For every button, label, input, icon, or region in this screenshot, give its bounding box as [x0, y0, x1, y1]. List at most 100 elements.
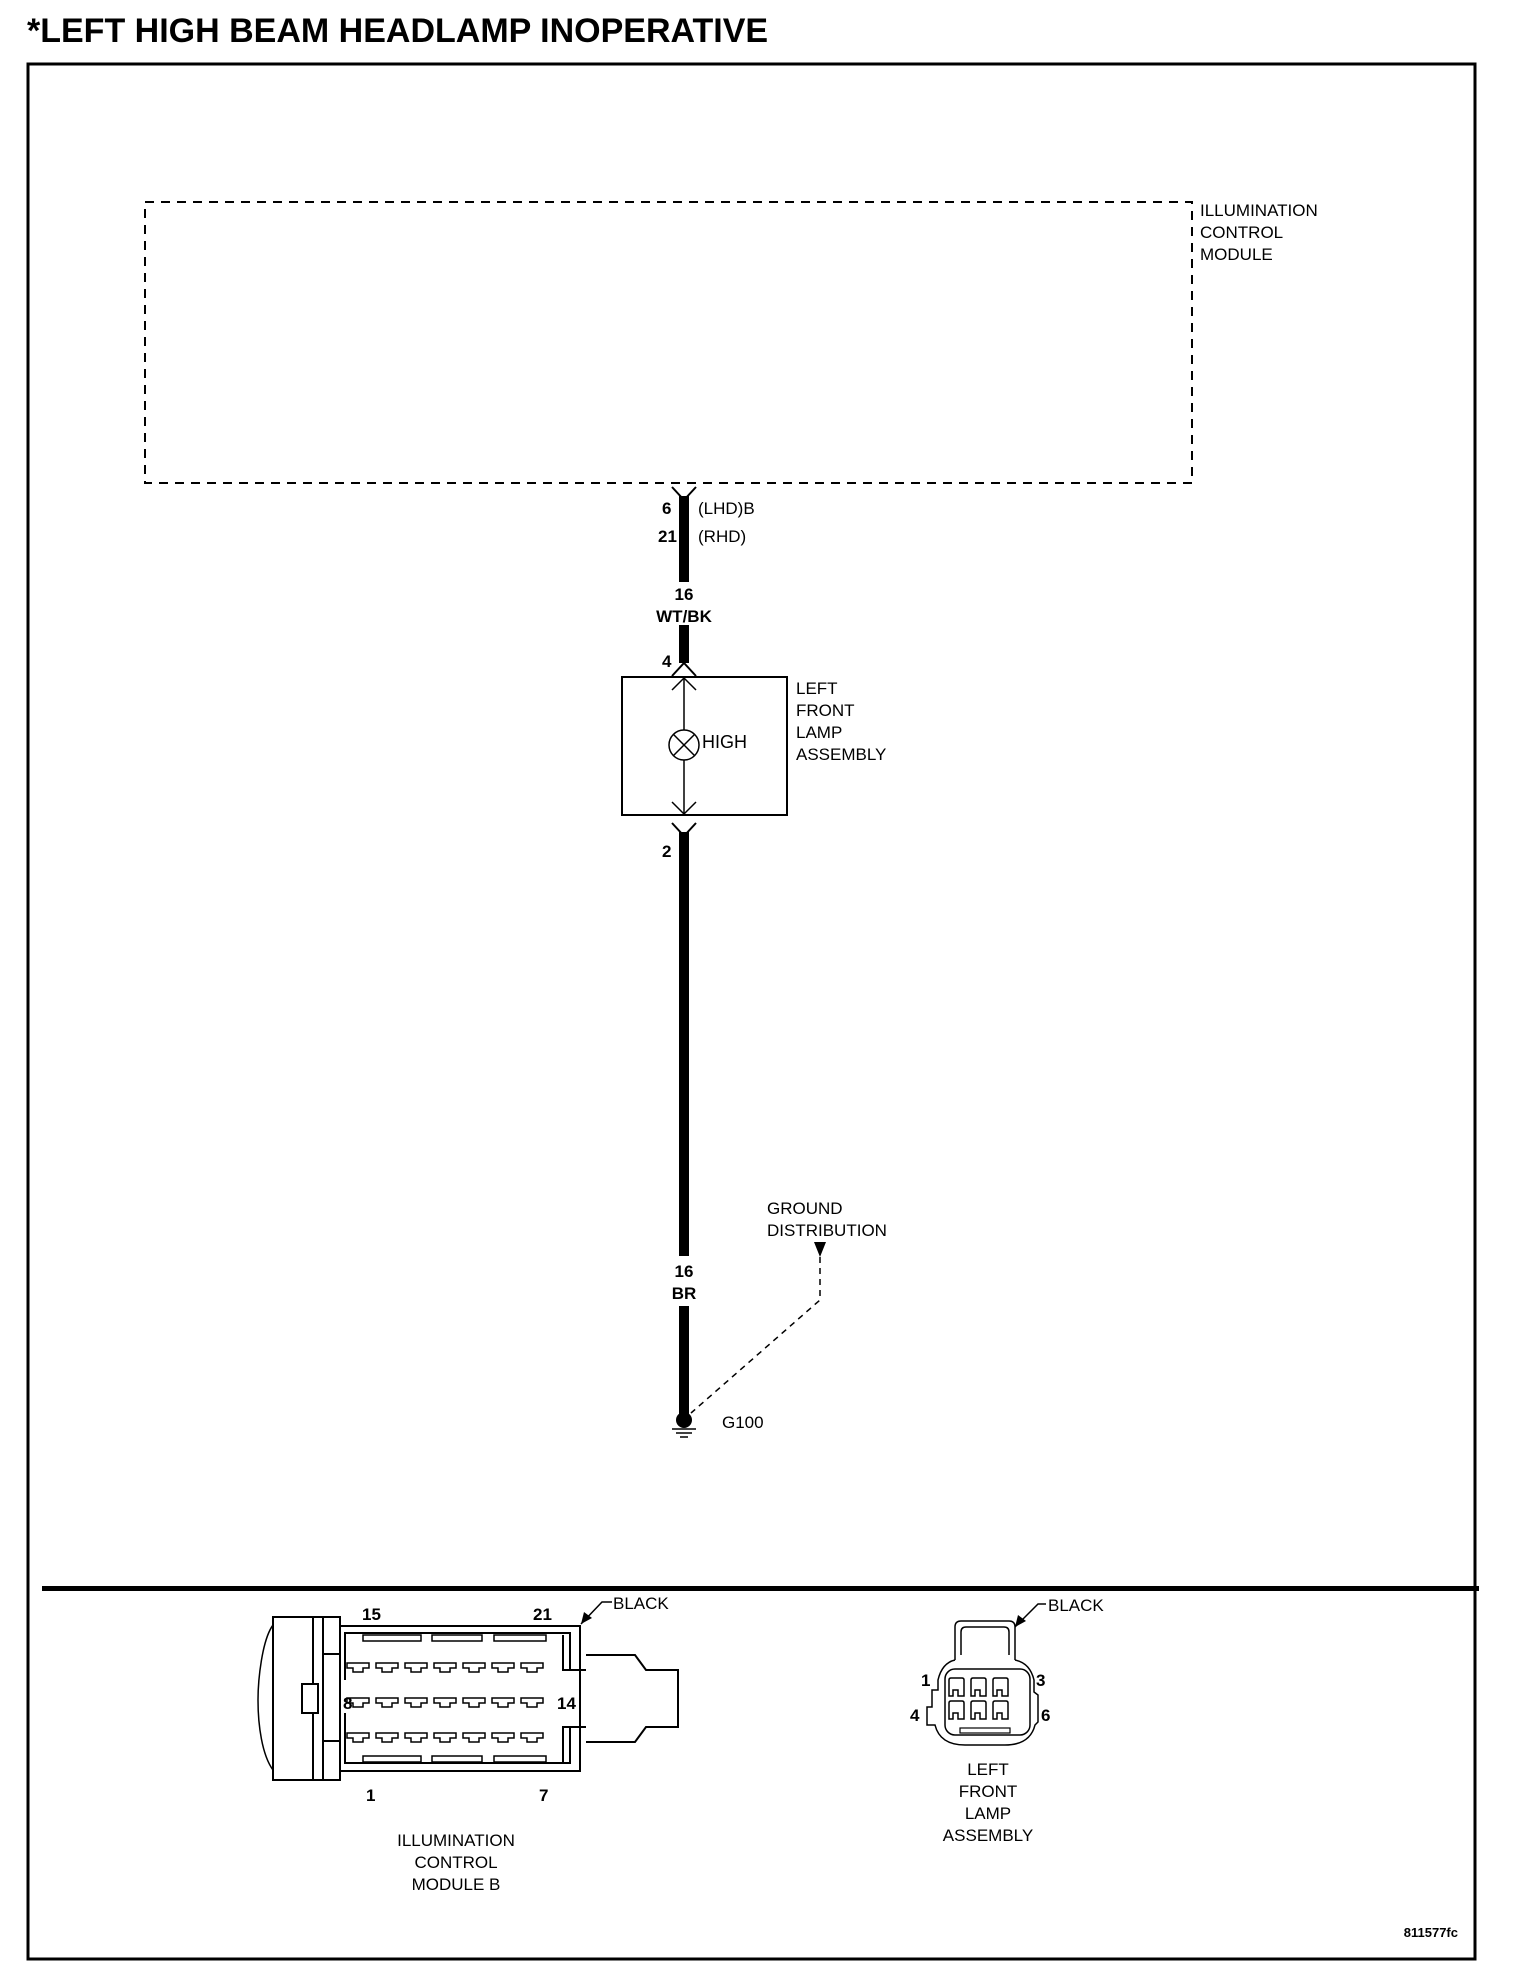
- connector-body-inner: [344, 1632, 571, 1764]
- ground-id: G100: [722, 1413, 764, 1432]
- module-pin-rhd-note: (RHD): [698, 527, 746, 546]
- connector-body-outer: [340, 1625, 581, 1772]
- module-connector-pin-15: 15: [362, 1605, 381, 1624]
- lamp-connector-pin-1: 1: [921, 1671, 930, 1690]
- connector-pin-cavity: [375, 1662, 399, 1673]
- illumination-control-module[interactable]: ILLUMINATION CONTROL MODULE: [144, 201, 1318, 484]
- module-connector-name-3: MODULE B: [412, 1875, 501, 1894]
- page-title: *LEFT HIGH BEAM HEADLAMP INOPERATIVE: [27, 12, 769, 50]
- connector-pin-cavity: [433, 1662, 457, 1673]
- lamp-internal-arrow-top: [671, 676, 697, 691]
- wire-segment: [679, 1306, 689, 1418]
- connector-pin-grid: [346, 1662, 544, 1743]
- module-dashed-outline: [144, 201, 1193, 484]
- ground-ref-line-1: GROUND: [767, 1199, 843, 1218]
- lamp-connector-name-2: FRONT: [959, 1782, 1018, 1801]
- lamp-connector-face[interactable]: BLACK 1 3 4 6 LEFT FRONT LAMP ASSEMBLY: [910, 1596, 1104, 1845]
- figure-id: 811577fc: [1404, 1925, 1458, 1940]
- lamp-connector-pin-3: 3: [1036, 1671, 1045, 1690]
- lamp-label-line-2: FRONT: [796, 701, 855, 720]
- module-connector-pin-21: 21: [533, 1605, 552, 1624]
- connector-pin-cavity: [520, 1732, 544, 1743]
- wire-lower-gauge: 16: [675, 1262, 694, 1281]
- bulb-icon: [668, 729, 700, 761]
- wire-upper-gauge: 16: [675, 585, 694, 604]
- connector-pin-cavity: [404, 1732, 428, 1743]
- leader-arrowhead-icon: [581, 1612, 592, 1624]
- lamp-label-line-1: LEFT: [796, 679, 838, 698]
- wire-br[interactable]: 16 BR: [672, 832, 697, 1418]
- module-connector-pin-1: 1: [366, 1786, 375, 1805]
- ground-ref-dashed-link: [690, 1257, 821, 1414]
- lamp-connector-latch: [954, 1620, 1016, 1660]
- splice-dot: [676, 1412, 692, 1428]
- connector-latch-slots: [362, 1634, 547, 1763]
- ground-icon: [672, 1428, 696, 1438]
- module-label-line-2: CONTROL: [1200, 223, 1283, 242]
- ground-ref-line-2: DISTRIBUTION: [767, 1221, 887, 1240]
- wire-wt-bk[interactable]: 16 WT/BK: [656, 496, 713, 663]
- lamp-connector-bottom-slot: [959, 1727, 1011, 1734]
- lamp-connector-pin-cavity: [970, 1677, 987, 1697]
- module-connector-name-2: CONTROL: [414, 1853, 497, 1872]
- lamp-connector-color: BLACK: [1048, 1596, 1104, 1615]
- module-connector-name-1: ILLUMINATION: [397, 1831, 515, 1850]
- lamp-connector-pin-cavity: [992, 1700, 1009, 1720]
- wire-segment: [679, 832, 689, 1256]
- leader-arrowhead-icon: [1015, 1615, 1026, 1627]
- lamp-assembly-box: [621, 676, 788, 816]
- lamp-connector-name-1: LEFT: [967, 1760, 1009, 1779]
- lamp-connector-pin-grid: [948, 1677, 1009, 1720]
- connector-pin-cavity: [433, 1732, 457, 1743]
- lamp-connector-pin-cavity: [970, 1700, 987, 1720]
- ground-ref-arrow-icon: [814, 1242, 826, 1257]
- module-connector-color: BLACK: [613, 1594, 669, 1613]
- lamp-connector-name-3: LAMP: [965, 1804, 1011, 1823]
- left-front-lamp-assembly[interactable]: HIGH LEFT FRONT LAMP ASSEMBLY: [621, 676, 886, 816]
- ground-distribution-reference[interactable]: GROUND DISTRIBUTION: [690, 1199, 887, 1414]
- lamp-connector-pin-4: 4: [910, 1706, 920, 1725]
- connector-pin-cavity: [462, 1662, 486, 1673]
- connector-pin-cavity: [462, 1732, 486, 1743]
- module-connector-pin-7: 7: [539, 1786, 548, 1805]
- connector-pin-cavity: [520, 1697, 544, 1708]
- module-pin-rhd: 21: [658, 527, 677, 546]
- module-connector-pin-14: 14: [557, 1694, 576, 1713]
- lamp-pin-in: 4: [662, 652, 672, 671]
- connector-plug: [586, 1654, 679, 1743]
- module-pin-lhd: 6: [662, 499, 671, 518]
- connector-pin-cavity: [375, 1732, 399, 1743]
- lamp-label-line-4: ASSEMBLY: [796, 745, 886, 764]
- diagram-frame: [26, 62, 1477, 1961]
- connector-pin-cavity: [375, 1697, 399, 1708]
- lamp-connector-in-symbol: [671, 661, 697, 677]
- lamp-internal-arrow-bottom: [671, 801, 697, 816]
- module-label-line-3: MODULE: [1200, 245, 1273, 264]
- connector-pin-cavity: [433, 1697, 457, 1708]
- connector-pin-cavity: [404, 1662, 428, 1673]
- connector-rear-block: [272, 1616, 341, 1781]
- connector-pin-cavity: [346, 1732, 370, 1743]
- module-pin-lhd-note: (LHD)B: [698, 499, 755, 518]
- module-connector-pin-8: 8: [343, 1694, 352, 1713]
- connector-pin-cavity: [346, 1697, 370, 1708]
- lamp-label-line-3: LAMP: [796, 723, 842, 742]
- lamp-connector-cavity: [944, 1668, 1031, 1736]
- lamp-pin-out: 2: [662, 842, 671, 861]
- wire-upper-color: WT/BK: [656, 607, 712, 626]
- connector-key-tab: [301, 1683, 319, 1714]
- module-connector-face[interactable]: BLACK 15 21 8 14 1 7 ILLUMINATION CONTRO…: [257, 1594, 679, 1894]
- bulb-label: HIGH: [702, 732, 747, 752]
- connector-pin-cavity: [491, 1697, 515, 1708]
- connector-pin-cavity: [346, 1662, 370, 1673]
- wire-segment: [679, 496, 689, 582]
- lamp-connector-name-4: ASSEMBLY: [943, 1826, 1033, 1845]
- lamp-connector-pin-6: 6: [1041, 1706, 1050, 1725]
- wire-segment: [679, 625, 689, 663]
- connector-pin-cavity: [491, 1662, 515, 1673]
- lamp-connector-latch-inner: [960, 1626, 1010, 1655]
- lamp-connector-pin-cavity: [948, 1700, 965, 1720]
- ground-g100[interactable]: G100: [672, 1412, 764, 1438]
- lamp-connector-pin-cavity: [992, 1677, 1009, 1697]
